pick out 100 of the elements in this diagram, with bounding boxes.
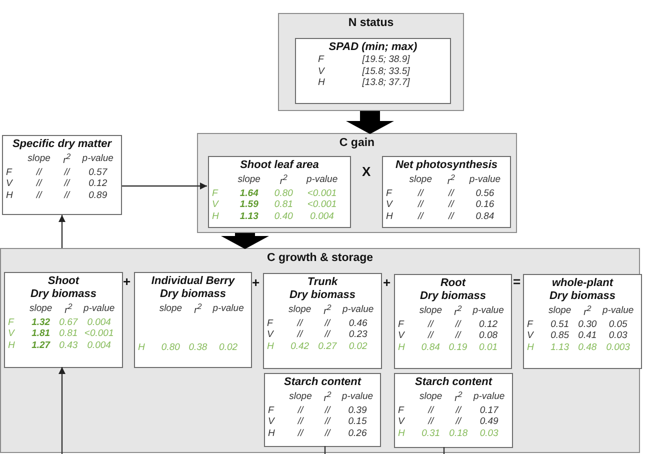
- table-value: //: [448, 188, 454, 200]
- column-header: slope: [159, 303, 182, 315]
- table-value: 1.81: [32, 328, 50, 340]
- table-value: //: [298, 404, 304, 416]
- table-value: //: [324, 329, 330, 341]
- column-header: p-value: [212, 303, 244, 315]
- table-value: //: [418, 188, 424, 200]
- table-value: 0.03: [608, 330, 628, 342]
- row-label: V: [527, 330, 534, 342]
- data-card: [264, 373, 381, 447]
- row-label: F: [267, 318, 273, 330]
- row-label: H: [386, 210, 393, 222]
- column-header: slope: [548, 305, 572, 317]
- table-value: 0.40: [274, 210, 293, 222]
- column-header: r$^{2}$: [63, 151, 71, 167]
- table-value: [19.5; 38.9]: [362, 54, 410, 66]
- column-header: p-value: [473, 391, 505, 403]
- table-value: //: [455, 318, 461, 330]
- group-panel: [0, 248, 640, 453]
- table-value: //: [36, 190, 42, 202]
- operator-sign: +: [252, 275, 260, 290]
- card-title: Shoot: [48, 275, 80, 287]
- row-label: H: [138, 342, 145, 354]
- card-title: Dry biomass: [549, 290, 616, 302]
- card-title: Starch content: [284, 376, 361, 388]
- column-header: slope: [288, 304, 312, 316]
- table-value: 1.27: [32, 340, 50, 352]
- data-card: [208, 156, 351, 228]
- row-label: V: [6, 178, 12, 190]
- table-value: 1.13: [240, 210, 258, 222]
- table-value: //: [448, 199, 454, 211]
- column-header: slope: [29, 303, 52, 315]
- column-header: p-value: [82, 153, 114, 165]
- table-value: 0.42: [290, 340, 310, 352]
- table-value: 1.59: [240, 199, 258, 211]
- table-value: 0.27: [318, 340, 337, 352]
- column-header: r$^{2}$: [447, 172, 455, 188]
- table-value: //: [324, 404, 330, 416]
- column-header: r$^{2}$: [584, 303, 592, 319]
- table-value: //: [36, 178, 42, 190]
- row-label: F: [8, 316, 14, 328]
- column-header: r$^{2}$: [324, 389, 332, 405]
- table-value: 0.56: [476, 188, 494, 200]
- row-label: H: [398, 428, 405, 440]
- data-card: [382, 156, 511, 228]
- column-header: p-value: [342, 304, 374, 316]
- table-value: 0.89: [88, 190, 108, 202]
- row-label: V: [398, 330, 404, 342]
- card-title: Trunk: [307, 276, 338, 288]
- table-value: //: [428, 416, 434, 428]
- table-value: 0.004: [87, 340, 111, 352]
- table-value: 0.84: [421, 342, 440, 354]
- row-label: H: [8, 340, 15, 352]
- card-title: Shoot leaf area: [240, 159, 319, 171]
- group-title: N status: [348, 17, 394, 29]
- column-header: slope: [289, 391, 312, 403]
- row-label: F: [212, 188, 218, 200]
- data-card: [134, 272, 252, 368]
- table-value: //: [64, 166, 70, 178]
- row-label: F: [6, 166, 12, 178]
- table-value: 1.13: [550, 342, 570, 354]
- column-header: p-value: [602, 305, 634, 317]
- operator-sign: =: [513, 274, 521, 289]
- table-value: //: [428, 330, 434, 342]
- group-title: C gain: [339, 137, 375, 149]
- table-value: 0.41: [578, 330, 597, 342]
- row-label: V: [318, 66, 324, 77]
- column-header: p-value: [342, 391, 374, 403]
- table-value: 0.81: [274, 199, 293, 211]
- row-label: V: [267, 329, 274, 341]
- table-value: //: [64, 178, 70, 190]
- table-value: 0.15: [348, 416, 367, 428]
- row-label: F: [398, 318, 404, 330]
- column-header: r$^{2}$: [454, 303, 462, 319]
- table-value: //: [418, 199, 424, 211]
- table-value: 0.18: [449, 428, 468, 440]
- table-value: //: [428, 318, 434, 330]
- table-value: 0.004: [310, 210, 334, 222]
- block-arrow: [221, 233, 269, 249]
- data-card: [523, 274, 642, 369]
- table-value: 0.67: [59, 316, 78, 328]
- group-panel: [278, 13, 464, 111]
- table-value: 0.003: [606, 342, 630, 354]
- table-value: [13.8; 37.7]: [362, 77, 410, 88]
- data-card: [2, 135, 122, 215]
- row-label: F: [318, 54, 324, 66]
- table-value: //: [324, 416, 330, 428]
- card-title: Dry biomass: [160, 288, 226, 300]
- table-value: //: [456, 416, 462, 428]
- table-value: 0.26: [348, 428, 367, 440]
- column-header: r$^{2}$: [280, 172, 288, 188]
- row-label: F: [386, 188, 392, 200]
- table-value: 0.03: [480, 428, 498, 440]
- row-label: H: [398, 342, 405, 354]
- data-card: [263, 273, 382, 369]
- row-label: H: [267, 340, 274, 352]
- row-label: H: [527, 342, 534, 354]
- table-value: 0.80: [161, 342, 180, 354]
- table-value: 0.48: [578, 342, 597, 354]
- group-panel: [197, 133, 517, 233]
